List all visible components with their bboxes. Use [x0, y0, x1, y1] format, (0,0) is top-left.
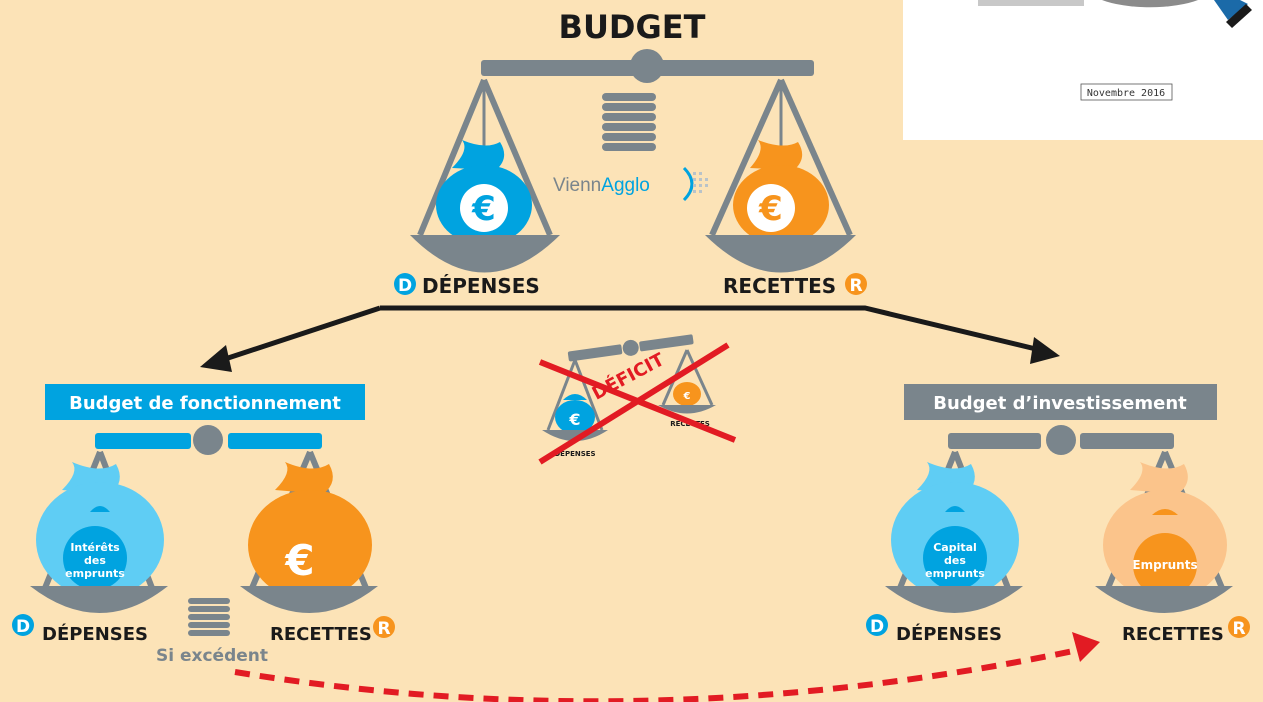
emprunts-text: Emprunts	[1132, 558, 1197, 572]
date-label: Novembre 2016	[1087, 88, 1165, 99]
arrow-left-head	[200, 345, 232, 372]
excedent-transfer-arrow	[234, 632, 1100, 702]
deficit-euro-small: €	[683, 391, 691, 402]
main-right-pan: €	[705, 78, 856, 273]
deficit-depenses-label: DÉPENSES	[554, 449, 595, 458]
red-arrow-head	[1072, 632, 1100, 662]
invest-depenses-label: DÉPENSES	[896, 623, 1002, 645]
investissement-section: Budget d’investissement Capital des empr…	[866, 384, 1250, 645]
interets-line-3: emprunts	[65, 567, 125, 580]
arrow-right-head	[1030, 337, 1060, 364]
deficit-euro: €	[568, 410, 580, 429]
invest-d-badge: D	[870, 617, 884, 637]
page-title: BUDGET	[559, 8, 706, 46]
fonct-d-badge: D	[16, 617, 30, 637]
d-badge: D	[398, 276, 412, 296]
main-recettes: RECETTES R	[723, 273, 867, 298]
invest-recettes-label: RECETTES	[1122, 624, 1224, 645]
cover-card: Novembre 2016	[903, 0, 1263, 140]
split-arrows	[200, 305, 1060, 372]
fonctionnement-euro: €	[284, 536, 314, 585]
capital-line-2: des	[944, 554, 966, 567]
fonct-recettes-label: RECETTES	[270, 624, 372, 645]
fonctionnement-section: Budget de fonctionnement Intérêts des em…	[12, 384, 395, 666]
fonctionnement-title: Budget de fonctionnement	[69, 393, 341, 414]
r-badge: R	[849, 276, 862, 296]
main-recettes-label: RECETTES	[723, 274, 836, 298]
main-depenses: D DÉPENSES	[394, 273, 540, 298]
emprunts-bag-icon: Emprunts	[1103, 462, 1227, 600]
coin-stack-icon	[602, 93, 656, 151]
euro-bag-icon: €	[733, 140, 829, 245]
brand-part1: Vienn	[553, 175, 601, 196]
euro-symbol: €	[758, 189, 783, 229]
svg-text:ViennAgglo: ViennAgglo	[553, 175, 650, 196]
capital-line-1: Capital	[933, 541, 977, 554]
euro-bag-icon: €	[436, 140, 532, 245]
investissement-title: Budget d’investissement	[933, 393, 1187, 414]
euro-bag-icon: €	[248, 462, 372, 600]
main-left-pan: €	[410, 78, 560, 273]
viennagglo-logo: ViennAgglo	[553, 166, 708, 202]
excedent-label: Si excédent	[156, 646, 268, 666]
fonct-depenses-label: DÉPENSES	[42, 623, 148, 645]
interets-line-1: Intérêts	[70, 541, 120, 554]
interets-line-2: des	[84, 554, 106, 567]
capital-bag-icon: Capital des emprunts	[891, 462, 1019, 598]
brand-part2: Agglo	[601, 175, 650, 196]
deficit-scale: € DÉPENSES € RECETTES DÉFICIT	[538, 334, 737, 465]
capital-line-3: emprunts	[925, 567, 985, 580]
main-scale: € € ViennAgglo	[394, 49, 867, 298]
fonct-r-badge: R	[377, 619, 390, 639]
coin-stack-small-icon	[188, 598, 230, 636]
interets-bag-icon: Intérêts des emprunts	[36, 462, 164, 598]
euro-symbol: €	[471, 189, 496, 229]
invest-r-badge: R	[1232, 619, 1245, 639]
main-depenses-label: DÉPENSES	[422, 274, 540, 298]
